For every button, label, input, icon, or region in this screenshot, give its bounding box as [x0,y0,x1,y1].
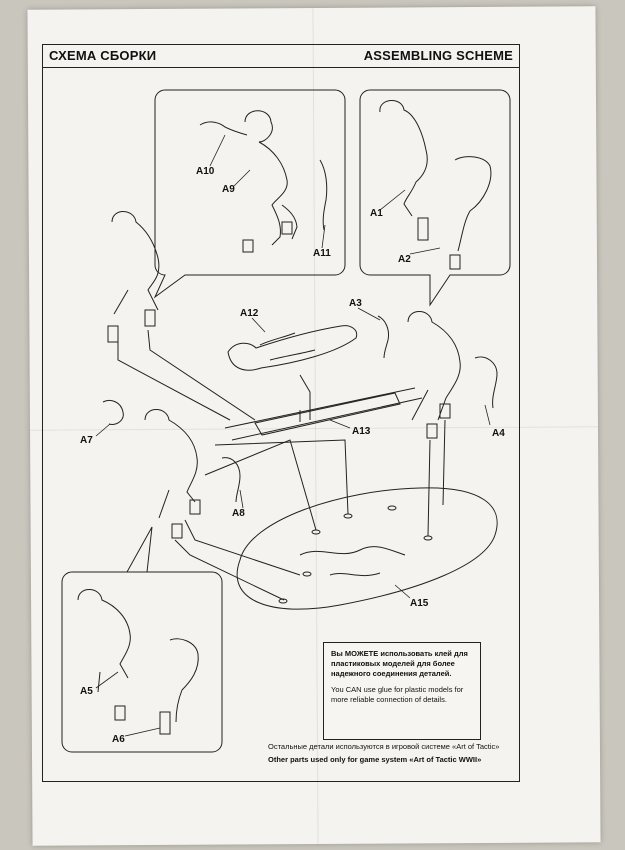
soldier-figure-a9 [244,110,298,246]
label-a3: A3 [349,298,362,309]
glue-notice-box: Вы МОЖЕТЕ использовать клей для пластико… [323,642,481,740]
soldier-figure-a5 [77,589,131,693]
label-a5: A5 [80,686,93,697]
soldier-figure-left [111,211,160,315]
assembly-frame: СХЕМА СБОРКИ ASSEMBLING SCHEME [42,44,520,782]
stretcher-a13 [224,387,423,441]
footer-note-russian: Остальные детали используются в игровой … [268,742,500,751]
callout-bubble-a9 [153,89,346,299]
label-a7: A7 [80,435,93,446]
label-a13: A13 [352,426,371,437]
label-a11: A11 [313,248,331,259]
label-a2: A2 [398,254,411,265]
callout-bubble-a5 [61,526,223,753]
callout-bubble-a1 [359,89,511,307]
glue-notice-english: You CAN use glue for plastic models for … [331,685,464,704]
title-russian: СХЕМА СБОРКИ [49,48,157,63]
soldier-figure-a1 [379,100,428,217]
label-a10: A10 [196,166,215,177]
label-a8: A8 [232,508,245,519]
label-a12: A12 [240,308,259,319]
soldier-figure-a7 [144,409,198,519]
label-a4: A4 [492,428,505,439]
label-a6: A6 [112,734,125,745]
header-bar: СХЕМА СБОРКИ ASSEMBLING SCHEME [43,45,519,68]
base-a15 [236,487,498,610]
label-a15: A15 [410,598,429,609]
soldier-figure-a3 [407,311,461,421]
label-a1: A1 [370,208,383,219]
wounded-figure-a12 [227,325,358,371]
title-english: ASSEMBLING SCHEME [363,48,513,63]
glue-notice-russian: Вы МОЖЕТЕ использовать клей для пластико… [331,649,468,678]
label-a9: A9 [222,184,235,195]
footer-note-english: Other parts used only for game system «A… [268,755,482,764]
